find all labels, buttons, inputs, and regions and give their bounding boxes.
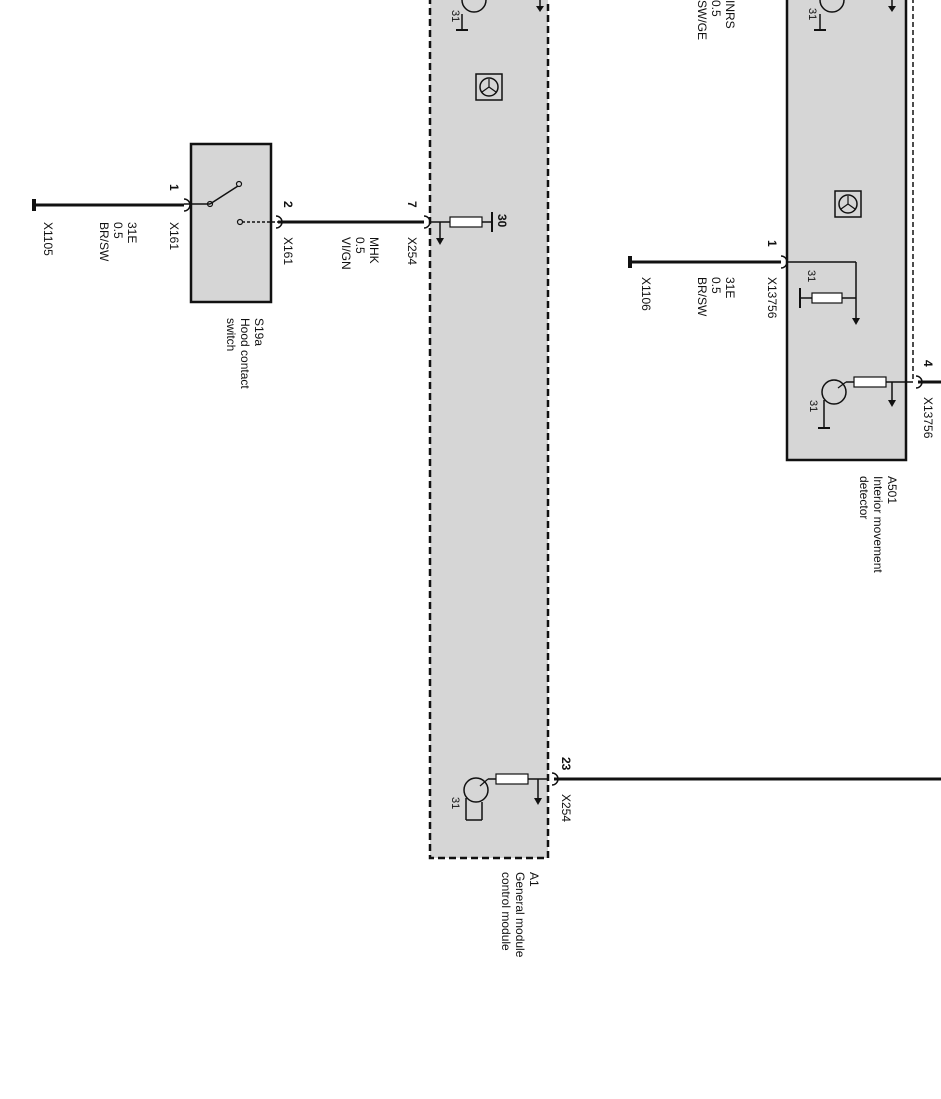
ground-right-wire-code: 31E [723, 277, 737, 298]
switch-pin2-connector: X161 [281, 237, 295, 265]
s19a-id: S19a [252, 318, 266, 346]
a1-pin30-label: 30 [495, 214, 509, 228]
s19a-switch-contacts [184, 180, 278, 226]
a1-top-ground-symbol [456, 0, 544, 31]
ground-right-color: BR/SW [695, 277, 709, 317]
a1-pin7-internal [430, 212, 493, 245]
a501-name-line2: detector [857, 476, 871, 519]
a501-pin4: 4 [921, 360, 935, 367]
ground-left-connector: X1105 [41, 222, 55, 256]
a1-pin23: 23 [559, 757, 573, 771]
a1-module-icon [475, 73, 503, 101]
a1-pin7: 7 [405, 201, 419, 208]
a501-id: A501 [885, 476, 899, 504]
s19a-switch-box [189, 142, 273, 304]
a1-name-line2: control module [499, 872, 513, 951]
top-wire-gauge: 0.5 [709, 0, 723, 17]
a501-gnd-31-a: 31 [806, 8, 818, 20]
a501-pin1: 1 [765, 240, 779, 247]
ground-right-gauge: 0.5 [709, 277, 723, 294]
a1-gnd-31-top: 31 [449, 10, 461, 22]
a501-pin4-connector: X13756 [921, 397, 935, 439]
switch-pin1-connector: X161 [167, 222, 181, 250]
a1-gnd-31-bottom: 31 [449, 797, 461, 809]
a1-id: A1 [527, 872, 541, 887]
mhk-wire-code: MHK [367, 237, 381, 264]
mhk-wire-color: VI/GN [339, 237, 353, 270]
ground-left-color: BR/SW [97, 222, 111, 262]
a501-gnd-31-c: 31 [807, 400, 819, 412]
a1-pin23-transistor [463, 773, 548, 821]
a501-pin4-wire [915, 375, 941, 389]
switch-pin1: 1 [167, 184, 181, 191]
mhk-wire-gauge: 0.5 [353, 237, 367, 254]
a501-name-line1: Interior movement [871, 476, 885, 573]
s19a-name-line2: switch [224, 318, 238, 351]
a1-name-line1: General module [513, 872, 527, 958]
top-wire-code: INRS [723, 0, 737, 29]
ground-left-gauge: 0.5 [111, 222, 125, 239]
a501-pin1-internal [787, 261, 860, 325]
a1-pin7-connector: X254 [405, 237, 419, 265]
a1-module-box [428, 0, 550, 860]
pin23-wire [551, 772, 941, 786]
top-wire-color: SW/GE [695, 0, 709, 40]
mhk-wire [275, 215, 431, 229]
a501-pin4-transistor [818, 376, 913, 429]
s19a-name-line1: Hood contact [238, 318, 252, 389]
ground-right-wire [628, 255, 788, 269]
switch-pin2: 2 [281, 201, 295, 208]
ground-left-wire [32, 198, 191, 212]
ground-right-connector: X1106 [639, 277, 653, 311]
a501-gnd-31-b: 31 [805, 270, 817, 282]
a501-pin1-connector: X13756 [765, 277, 779, 319]
a501-module-icon [834, 190, 862, 218]
a501-top-symbol [814, 0, 896, 31]
a1-pin23-connector: X254 [559, 794, 573, 822]
ground-left-wire-code: 31E [125, 222, 139, 243]
